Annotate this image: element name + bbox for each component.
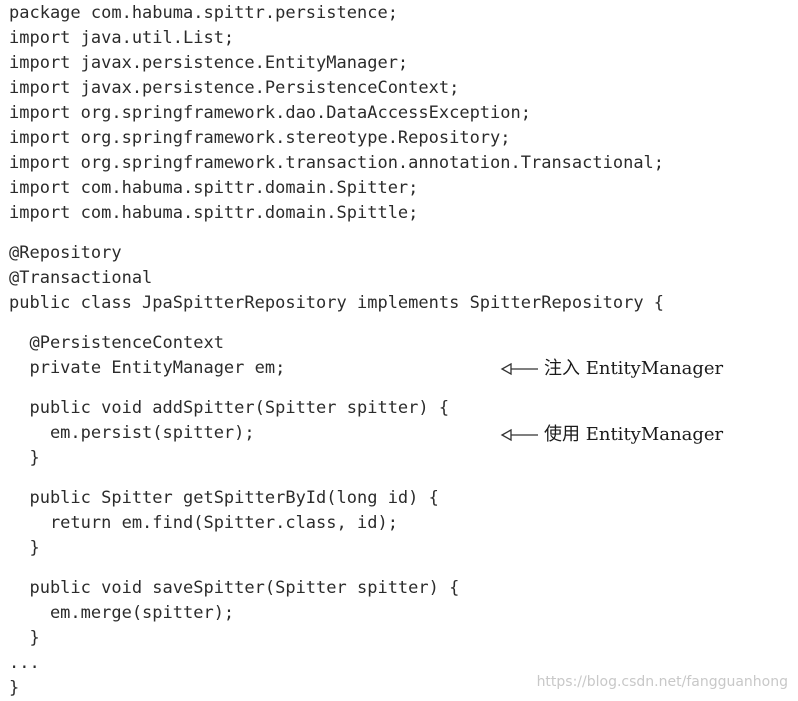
code-line: return em.find(Spitter.class, id); bbox=[9, 513, 398, 533]
code-line: } bbox=[9, 448, 40, 468]
code-line: package com.habuma.spittr.persistence; bbox=[9, 3, 398, 23]
code-line: private EntityManager em; bbox=[9, 358, 286, 378]
watermark: https://blog.csdn.net/fangguanhong bbox=[536, 674, 788, 690]
code-line: import org.springframework.stereotype.Re… bbox=[9, 128, 511, 148]
code-line: public void saveSpitter(Spitter spitter)… bbox=[9, 578, 460, 598]
code-line: @PersistenceContext bbox=[9, 333, 224, 353]
left-arrow-icon bbox=[500, 428, 538, 442]
annotation-use-entitymanager: 使用 EntityManager bbox=[500, 424, 723, 446]
code-line: import com.habuma.spittr.domain.Spittle; bbox=[9, 203, 419, 223]
annotation-inject-entitymanager: 注入 EntityManager bbox=[500, 358, 723, 380]
code-line: @Repository bbox=[9, 243, 122, 263]
code-line: import com.habuma.spittr.domain.Spitter; bbox=[9, 178, 419, 198]
code-line: public class JpaSpitterRepository implem… bbox=[9, 293, 665, 313]
code-line: public void addSpitter(Spitter spitter) … bbox=[9, 398, 450, 418]
code-line: } bbox=[9, 538, 40, 558]
code-line: ... bbox=[9, 653, 40, 673]
code-line: import javax.persistence.PersistenceCont… bbox=[9, 78, 460, 98]
code-line: } bbox=[9, 628, 40, 648]
code-line: @Transactional bbox=[9, 268, 153, 288]
annotation-inject-label: 注入 EntityManager bbox=[544, 358, 724, 379]
code-line: em.merge(spitter); bbox=[9, 603, 235, 623]
code-line: import org.springframework.dao.DataAcces… bbox=[9, 103, 531, 123]
code-line: import java.util.List; bbox=[9, 28, 235, 48]
left-arrow-icon bbox=[500, 362, 538, 376]
annotation-use-label: 使用 EntityManager bbox=[544, 424, 724, 445]
code-line: public Spitter getSpitterById(long id) { bbox=[9, 488, 439, 508]
code-line: } bbox=[9, 678, 20, 698]
code-line: em.persist(spitter); bbox=[9, 423, 255, 443]
code-line: import javax.persistence.EntityManager; bbox=[9, 53, 409, 73]
code-line: import org.springframework.transaction.a… bbox=[9, 153, 665, 173]
